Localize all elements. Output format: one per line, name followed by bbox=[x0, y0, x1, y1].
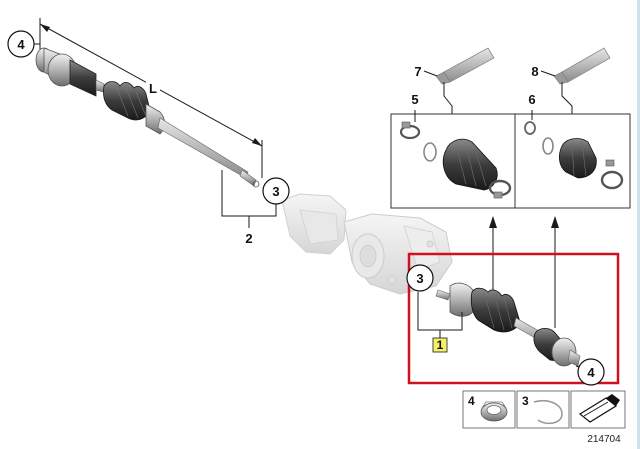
retaining-ring bbox=[542, 137, 554, 155]
svg-text:L: L bbox=[149, 81, 157, 96]
collar-nut-icon bbox=[480, 401, 508, 422]
callout-3-left[interactable]: 3 bbox=[262, 177, 290, 205]
repair-kit-6 bbox=[514, 110, 631, 209]
callout-5[interactable]: 5 bbox=[411, 92, 418, 107]
svg-text:4: 4 bbox=[587, 365, 595, 380]
circlip-ring bbox=[252, 180, 260, 188]
right-drive-shaft bbox=[417, 282, 581, 367]
callout-3-right[interactable]: 3 bbox=[406, 264, 434, 292]
callout-8[interactable]: 8 bbox=[531, 64, 538, 79]
callout-4-left[interactable]: 4 bbox=[7, 30, 40, 58]
inner-boot bbox=[103, 81, 151, 121]
hose-clamp-large bbox=[600, 170, 624, 190]
left-drive-shaft bbox=[35, 18, 277, 228]
svg-text:3: 3 bbox=[272, 184, 279, 199]
joint-boot bbox=[558, 138, 597, 179]
special-tool-icon bbox=[578, 394, 620, 423]
window-edge bbox=[637, 0, 640, 449]
svg-text:5: 5 bbox=[411, 92, 418, 107]
svg-text:2: 2 bbox=[245, 231, 252, 246]
stub-shaft bbox=[157, 117, 249, 179]
retaining-ring bbox=[423, 142, 437, 162]
group-highlight-box bbox=[432, 337, 448, 353]
inner-boot bbox=[470, 287, 521, 333]
inner-joint-housing bbox=[449, 282, 475, 317]
callout-6[interactable]: 6 bbox=[528, 92, 535, 107]
svg-text:6: 6 bbox=[528, 92, 535, 107]
legend-nut-label: 4 bbox=[468, 394, 475, 408]
svg-text:3: 3 bbox=[416, 271, 423, 286]
svg-text:8: 8 bbox=[531, 64, 538, 79]
callout-1[interactable]: 1 bbox=[437, 338, 444, 352]
reference-arrows bbox=[489, 216, 559, 328]
svg-text:4: 4 bbox=[17, 37, 25, 52]
callout-2[interactable]: 2 bbox=[245, 231, 252, 246]
legend-strip: 4 3 bbox=[462, 390, 626, 429]
callout-L: L bbox=[149, 81, 157, 96]
svg-text:7: 7 bbox=[414, 64, 421, 79]
svg-text:1: 1 bbox=[437, 338, 444, 352]
hose-clamp-small bbox=[524, 121, 536, 135]
repair-kit-5 bbox=[390, 110, 516, 209]
grease-tube-8 bbox=[540, 47, 611, 85]
outer-boot bbox=[69, 59, 97, 97]
highlight-frame bbox=[407, 252, 620, 385]
catalog-number: 214704 bbox=[587, 434, 621, 445]
circlip-icon bbox=[533, 399, 563, 425]
callout-4-right[interactable]: 4 bbox=[575, 358, 605, 386]
callout-7[interactable]: 7 bbox=[414, 64, 421, 79]
grease-tube-7 bbox=[423, 47, 495, 85]
legend-ring-label: 3 bbox=[522, 394, 529, 408]
